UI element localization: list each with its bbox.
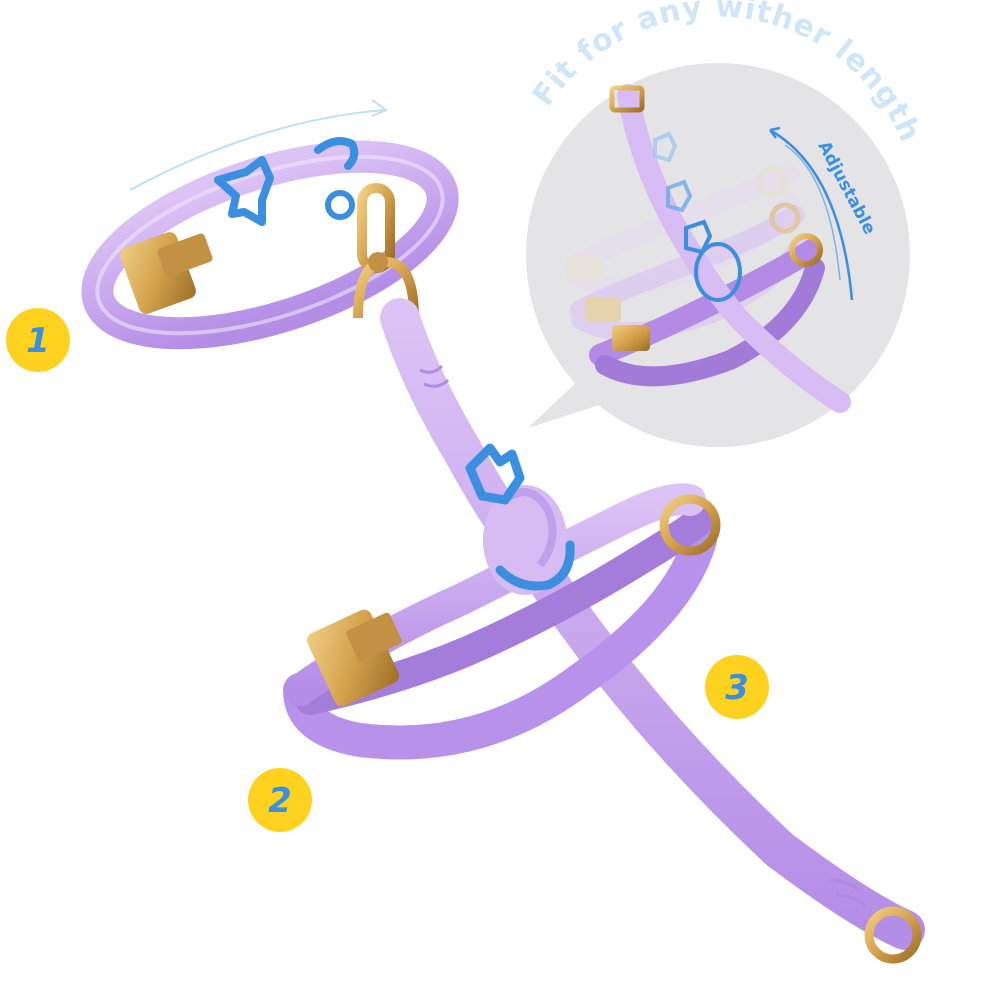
- svg-text:2: 2: [268, 781, 292, 821]
- badge-2: 2: [248, 768, 312, 832]
- badge-1: 1: [6, 308, 70, 372]
- badge-3: 3: [705, 655, 769, 719]
- collar-clip-icon: [214, 156, 274, 226]
- adjustable-arrows: [769, 126, 854, 301]
- adjustable-harness-inset: [565, 84, 851, 413]
- belly-buckle: [307, 609, 402, 707]
- svg-text:3: 3: [725, 668, 749, 708]
- end-ring: [864, 906, 922, 964]
- chest-knot: [465, 443, 575, 595]
- collar-buckle: [120, 232, 213, 314]
- chest-clip-icon: [465, 443, 525, 505]
- d-ring-connector: [353, 183, 419, 319]
- svg-text:1: 1: [26, 321, 50, 361]
- belly-o-ring: [659, 494, 721, 556]
- neck-collar: [81, 137, 459, 350]
